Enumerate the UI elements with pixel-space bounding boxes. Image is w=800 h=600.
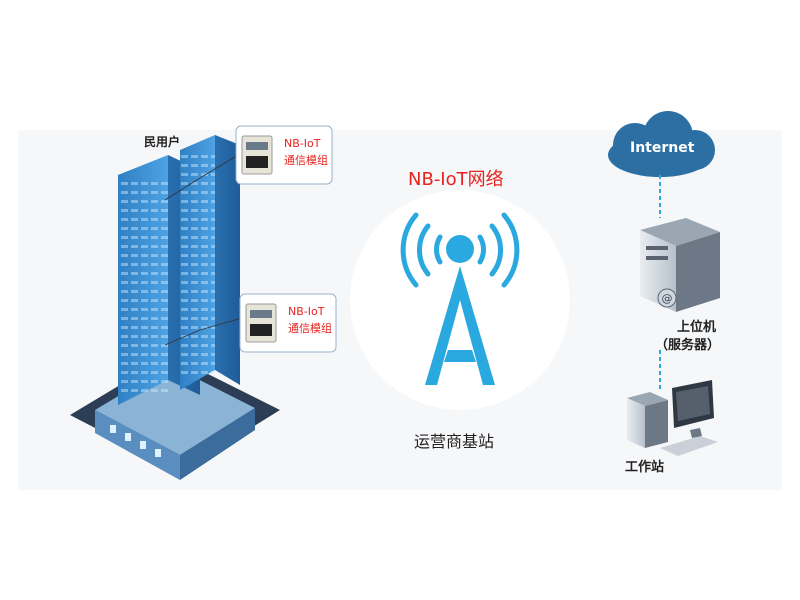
connector-bottom (164, 317, 243, 346)
building-podium-right (180, 408, 255, 480)
module-top-line1: NB-IoT (284, 137, 321, 150)
base-station-label: 运营商基站 (414, 432, 495, 451)
tower-antenna-head (446, 235, 474, 263)
server-label-line2: （服务器） (655, 338, 721, 353)
workstation-label: 工作站 (625, 460, 665, 475)
workstation-icon (627, 380, 718, 456)
building-podium-left (95, 410, 180, 480)
tower-right-side (215, 135, 240, 385)
building-illustration (70, 135, 280, 480)
internet-label: Internet (630, 140, 695, 156)
module-top-line2: 通信模组 (284, 154, 328, 167)
server-label-line1: 上位机 (677, 320, 717, 335)
module-box-top (235, 125, 333, 185)
module-box-bottom (239, 293, 337, 353)
cell-tower-icon (350, 190, 570, 410)
connector-top (164, 154, 239, 201)
svg-text:@: @ (662, 292, 673, 305)
server-icon: @ (640, 218, 720, 312)
internet-cloud-icon (608, 111, 715, 177)
module-bottom-line2: 通信模组 (288, 322, 332, 335)
module-bottom-line1: NB-IoT (288, 305, 325, 318)
network-title: NB-IoT网络 (408, 169, 504, 190)
building-label: 民用户 (144, 135, 181, 149)
